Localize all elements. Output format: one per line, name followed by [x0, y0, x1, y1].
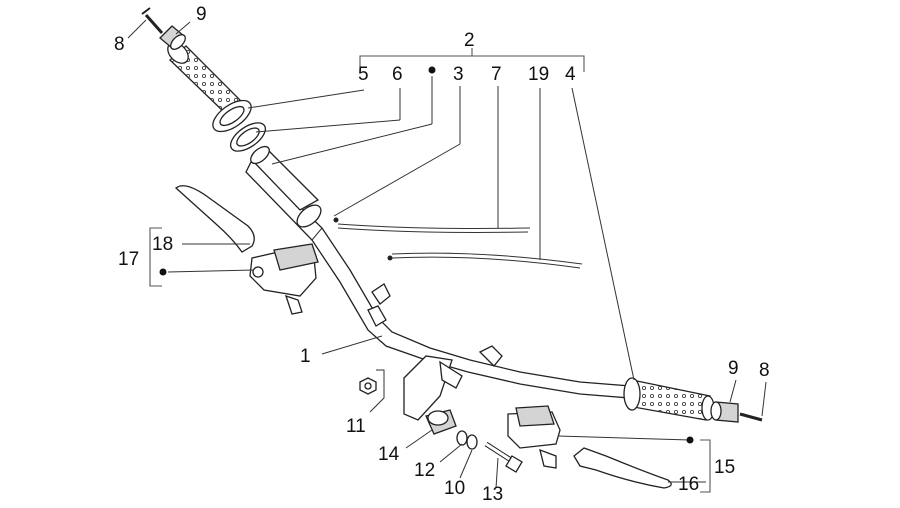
throttle-cable-upper-b: [337, 227, 529, 233]
left-bar-end-weight: [159, 25, 186, 50]
part-labels: 8 9 2 5 6 3 7 19 4 18 17 1 9 8 11 14 12 …: [114, 4, 770, 505]
bracket-group-2: [359, 48, 585, 72]
right-bar-end-weight: [710, 401, 739, 423]
label-18: 18: [152, 234, 173, 255]
label-7: 7: [491, 64, 502, 85]
left-master-cylinder: [249, 243, 319, 315]
right-brake-lever: [573, 447, 672, 489]
label-8-right: 8: [759, 360, 770, 381]
reference-dot-left: [159, 268, 167, 276]
label-9-right: 9: [728, 358, 739, 379]
label-2: 2: [464, 30, 475, 51]
reference-dot-right: [686, 436, 694, 444]
left-grip: [167, 42, 252, 133]
label-11: 11: [346, 416, 366, 437]
washer-10: [466, 434, 478, 450]
label-8-left: 8: [114, 34, 125, 55]
clamp-block: [425, 409, 457, 435]
label-16: 16: [678, 474, 699, 495]
left-grip-washer-inner: [236, 127, 260, 147]
leader-lines: [127, 19, 767, 489]
label-4: 4: [565, 64, 576, 85]
throttle-sleeve: [250, 145, 322, 228]
throttle-cable-upper: [337, 223, 531, 229]
label-12: 12: [414, 460, 435, 481]
center-bracket: [403, 355, 463, 421]
washer-12: [456, 430, 468, 446]
label-3: 3: [453, 64, 464, 85]
throttle-cable-lower: [391, 252, 583, 265]
left-bar-end-screw: [141, 7, 164, 34]
label-14: 14: [378, 444, 400, 465]
label-17: 17: [118, 249, 139, 270]
label-15: 15: [714, 457, 735, 478]
label-5: 5: [358, 64, 369, 85]
label-19: 19: [528, 64, 549, 85]
label-6: 6: [392, 64, 403, 85]
clamp-bolt: [359, 377, 377, 395]
left-brake-lever: [174, 185, 255, 253]
right-grip: [623, 377, 715, 421]
right-master-cylinder: [507, 405, 561, 469]
bracket-group-17: [149, 227, 162, 287]
label-9-left: 9: [196, 4, 207, 25]
label-10: 10: [444, 478, 465, 499]
cable-end-upper: [333, 217, 339, 223]
bracket-group-15: [700, 439, 711, 493]
right-bar-end-screw: [739, 412, 763, 422]
throttle-cable-lower-b: [391, 256, 581, 269]
label-1: 1: [300, 346, 311, 367]
label-13: 13: [482, 484, 503, 505]
cable-end-lower: [387, 255, 393, 261]
reference-dot-top: [428, 66, 436, 74]
mounting-bolt: [484, 441, 523, 473]
